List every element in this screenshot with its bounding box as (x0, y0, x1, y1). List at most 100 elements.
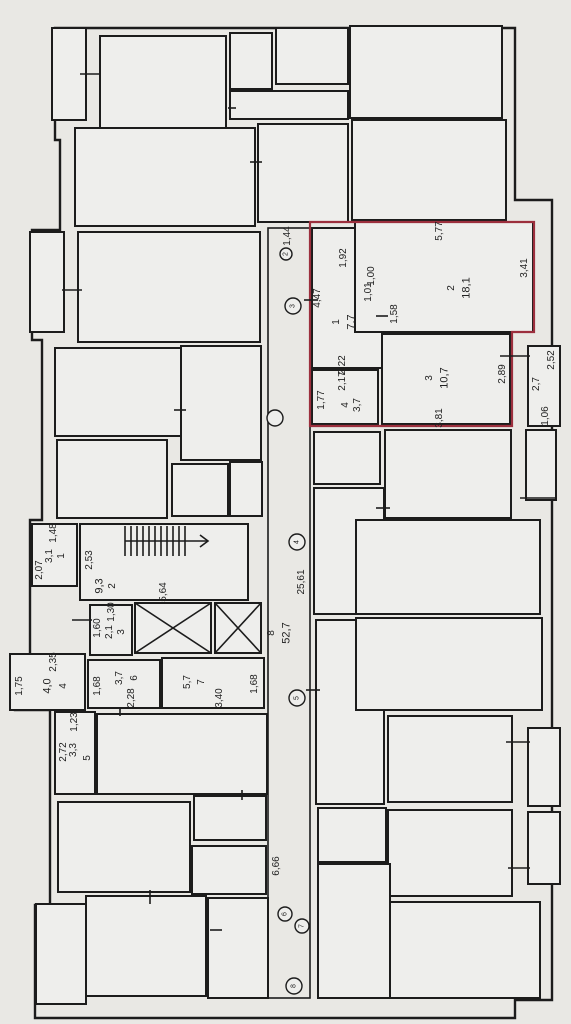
stair-room-6-dim-a: 1,68 (92, 676, 103, 696)
room (180, 345, 262, 461)
room (355, 617, 543, 711)
balcony (527, 345, 561, 427)
stair-room-5 (54, 711, 96, 795)
stair-room-5-dim-a: 1,23 (69, 712, 80, 732)
room-2-number: 2 (446, 285, 457, 291)
stair-room-1-dim-a: 1,48 (48, 523, 59, 543)
stair-room-4-dim-a: 2,35 (48, 652, 59, 672)
axis-marker-label: 4 (293, 540, 301, 544)
axis-marker-label: 6 (281, 912, 289, 916)
room-3-number: 3 (424, 375, 435, 381)
room-3 (381, 333, 511, 425)
room (96, 713, 268, 795)
stair-room-3-number: 3 (116, 629, 127, 635)
room (29, 231, 65, 333)
stair-room-2-number: 2 (107, 583, 118, 589)
room (355, 519, 541, 615)
room (525, 429, 557, 501)
stair-room-6 (87, 659, 161, 709)
stair-room-1 (31, 523, 78, 587)
room (527, 727, 561, 807)
stair-room-6-dim-b: 2,28 (126, 688, 137, 708)
balcony-dim-c: 1,06 (540, 406, 551, 426)
room-1-area: 7,7 (345, 314, 358, 330)
room-1-number: 1 (331, 319, 342, 325)
stair-room-1-area: 3,1 (44, 549, 55, 563)
stair-room-3-area: 2,1 (104, 625, 115, 639)
corridor-number: 8 (266, 630, 277, 636)
stair-room-3-dim-b: 1,60 (92, 618, 103, 638)
stair-room-5-area: 3,3 (68, 743, 79, 757)
corridor-bottom-dim: 6,66 (271, 856, 282, 876)
room (229, 32, 273, 90)
room-4-number: 4 (340, 402, 351, 408)
room-4-depth-dim: 1,77 (316, 390, 327, 410)
stair-room-1-dim-b: 2,07 (34, 560, 45, 580)
room (193, 795, 267, 841)
stair-room-2-dim-b: 5,64 (158, 582, 169, 602)
room (317, 807, 387, 863)
stair-room-4-number: 4 (58, 683, 69, 689)
room (275, 27, 349, 85)
right-depth-dim: 3,41 (519, 258, 530, 278)
room-4-width-dim: 2,17 (337, 371, 348, 391)
stair-room-1-number: 1 (56, 553, 67, 559)
room (77, 231, 261, 343)
overall-width-dim: 5,77 (434, 221, 445, 241)
room (229, 90, 349, 120)
room (351, 119, 507, 221)
room (54, 347, 182, 437)
elevator-cross (214, 602, 262, 654)
room-2-dim-b: 1,01 (363, 282, 374, 302)
stair-room-7-area: 5,7 (182, 675, 193, 689)
room (527, 811, 561, 885)
corridor-outline (267, 227, 311, 999)
room-3-width-dim: 3,81 (434, 408, 445, 428)
room-3-depth-dim: 2,89 (497, 364, 508, 384)
stair-room-6-area: 3,7 (114, 671, 125, 685)
balcony-dim-a: 2,52 (546, 350, 557, 370)
corridor-area: 52,7 (280, 622, 293, 644)
room (229, 461, 263, 517)
partition-dim: 1,58 (389, 304, 400, 324)
room-1-width-top-dim: 1,92 (338, 248, 349, 268)
axis-marker-label: 2 (282, 252, 290, 256)
room (349, 25, 503, 119)
room (191, 845, 267, 895)
stair-room-5-number: 5 (82, 755, 93, 761)
stair-room-2-area: 9,3 (93, 578, 106, 594)
room (317, 863, 391, 999)
stair-room-4-area: 4,0 (41, 678, 54, 694)
apartment-outline (308, 220, 536, 428)
room (56, 439, 168, 519)
room (384, 429, 512, 519)
stair-room-7-dim-a: 1,68 (249, 674, 260, 694)
stair-room-7-dim-b: 3,40 (214, 688, 225, 708)
axis-marker-label: 7 (298, 924, 306, 928)
room (74, 127, 256, 227)
room (387, 809, 513, 897)
corridor-length-dim: 25,61 (296, 569, 307, 595)
room (257, 123, 349, 223)
axis-markers (266, 247, 310, 995)
room (387, 715, 513, 803)
stair-steps (124, 526, 210, 556)
axis-marker-label: 5 (293, 696, 301, 700)
room (85, 895, 207, 997)
room (389, 901, 541, 999)
elevator-cross (134, 602, 212, 654)
stair-room-7-number: 7 (196, 679, 207, 685)
corridor-top-dim: 1,44 (282, 226, 293, 246)
room-4 (311, 369, 379, 425)
room-2-area: 18,1 (460, 277, 473, 299)
room (313, 431, 381, 485)
stair-room-4-dim-b: 1,75 (14, 676, 25, 696)
balcony-dim-b: 2,7 (531, 377, 542, 391)
stair-room-4 (9, 653, 86, 711)
room (207, 897, 269, 999)
room-3-area: 10,7 (438, 367, 451, 389)
axis-marker-label: 3 (289, 304, 297, 308)
stair-room-2-dim-a: 2,53 (84, 550, 95, 570)
room-4-area: 3,7 (352, 398, 363, 412)
